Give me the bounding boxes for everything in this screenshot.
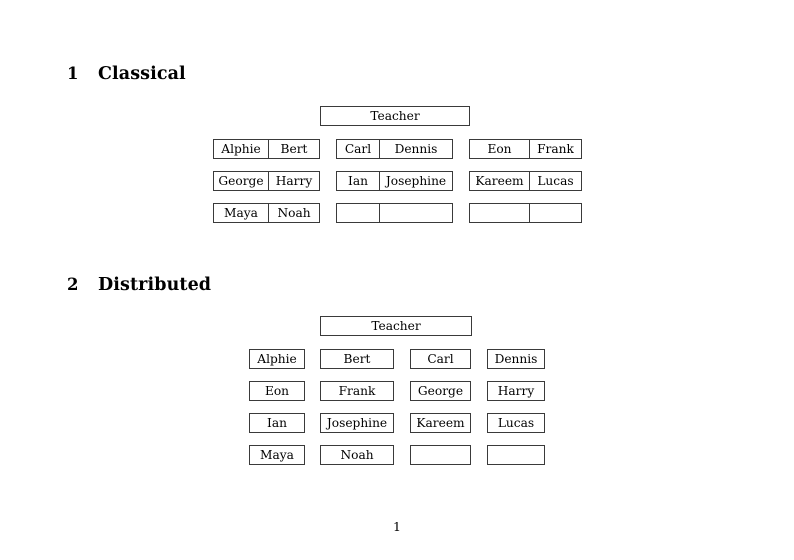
name-cell: Carl [410,349,471,369]
name-cell-empty [379,203,453,223]
section-heading-classical: 1 Classical [67,64,186,84]
name-cell: Eon [249,381,305,401]
name-cell: Josephine [379,171,453,191]
name-cell: Harry [487,381,545,401]
name-cell-empty [529,203,582,223]
name-cell-empty [336,203,379,223]
name-cell: Carl [336,139,379,159]
table-row: Kareem Lucas [469,171,582,191]
teacher-box-distributed: Teacher [320,316,472,336]
table-row-empty [469,203,582,223]
table-row: Eon Frank [469,139,582,159]
name-cell: Harry [268,171,320,191]
name-cell: Kareem [469,171,529,191]
section-title: Classical [98,64,186,84]
name-cell: Kareem [410,413,471,433]
table-row-empty [336,203,453,223]
name-cell: Lucas [529,171,582,191]
name-cell: Alphie [249,349,305,369]
name-cell: Frank [320,381,394,401]
table-row: Carl Dennis [336,139,453,159]
table-row: Maya Noah [213,203,320,223]
page-number: 1 [393,519,401,534]
name-cell: Ian [249,413,305,433]
name-cell: Josephine [320,413,394,433]
name-cell: Frank [529,139,582,159]
teacher-box-classical: Teacher [320,106,470,126]
name-cell-empty [410,445,471,465]
name-cell: Alphie [213,139,268,159]
name-cell: Maya [213,203,268,223]
name-cell: George [213,171,268,191]
section-title: Distributed [98,275,212,295]
name-cell-empty [469,203,529,223]
section-number: 2 [67,275,79,294]
name-cell: Dennis [487,349,545,369]
section-heading-distributed: 2 Distributed [67,275,211,295]
name-cell: Noah [320,445,394,465]
name-cell: Eon [469,139,529,159]
name-cell-empty [487,445,545,465]
name-cell: Bert [268,139,320,159]
section-number: 1 [67,64,79,83]
name-cell: Noah [268,203,320,223]
name-cell: Maya [249,445,305,465]
name-cell: George [410,381,471,401]
name-cell: Bert [320,349,394,369]
table-row: George Harry [213,171,320,191]
table-row: Alphie Bert [213,139,320,159]
name-cell: Ian [336,171,379,191]
name-cell: Lucas [487,413,545,433]
name-cell: Dennis [379,139,453,159]
table-row: Ian Josephine [336,171,453,191]
